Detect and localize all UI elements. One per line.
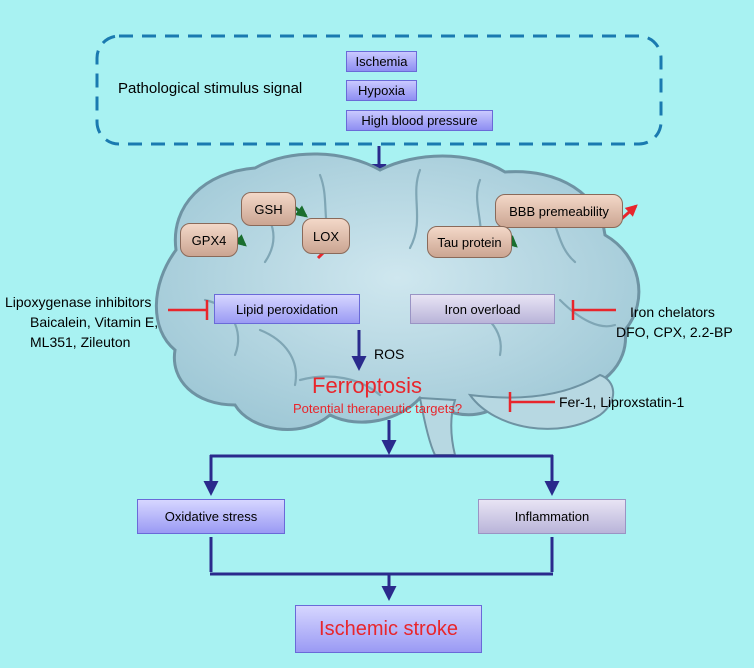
inflammation-box: Inflammation <box>478 499 626 534</box>
bbb-box: BBB premeability <box>495 194 623 228</box>
stimulus-ischemia: Ischemia <box>346 51 417 72</box>
gpx4-box: GPX4 <box>180 223 238 257</box>
stimulus-frame <box>95 34 663 146</box>
fer1-inhibitors: Fer-1, Liproxstatin-1 <box>559 394 685 410</box>
ros-label: ROS <box>374 346 405 362</box>
oxidative-stress-box: Oxidative stress <box>137 499 285 534</box>
tau-box: Tau protein <box>427 226 512 258</box>
ferroptosis-title: Ferroptosis <box>312 373 423 398</box>
lipoxygenase-inhibitors-line2: Baicalein, Vitamin E, <box>30 314 159 330</box>
ferroptosis-subtitle: Potential therapeutic targets? <box>293 401 463 416</box>
iron-chelators-line2: DFO, CPX, 2.2-BP <box>616 324 733 340</box>
lipoxygenase-inhibitors-line3: ML351, Zileuton <box>30 334 131 350</box>
lipoxygenase-inhibitors-title: Lipoxygenase inhibitors <box>5 294 152 310</box>
iron-overload-box: Iron overload <box>410 294 555 324</box>
iron-chelators-title: Iron chelators <box>630 304 715 320</box>
ischemic-stroke-box: Ischemic stroke <box>295 605 482 653</box>
gsh-box: GSH <box>241 192 296 226</box>
stimulus-hypoxia: Hypoxia <box>346 80 417 101</box>
lox-box: LOX <box>302 218 350 254</box>
stimulus-label: Pathological stimulus signal <box>118 80 303 97</box>
lipid-peroxidation-box: Lipid peroxidation <box>214 294 360 324</box>
stimulus-high-blood-pressure: High blood pressure <box>346 110 493 131</box>
